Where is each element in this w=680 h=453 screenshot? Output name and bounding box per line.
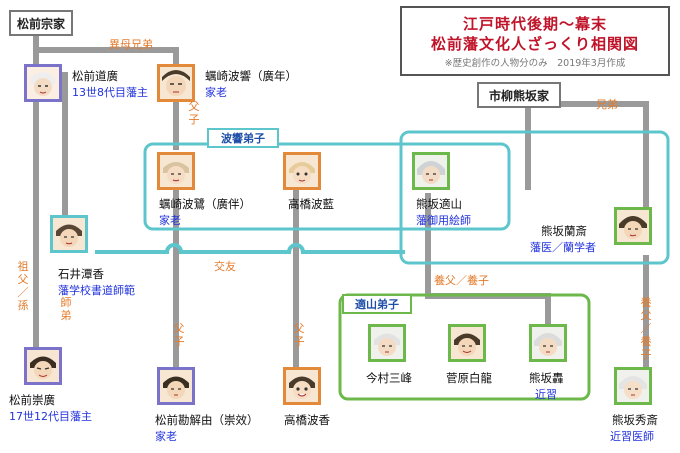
portrait-ransai [614, 207, 652, 245]
name-tekizan: 熊坂適山 [416, 197, 462, 211]
portrait-go [529, 324, 567, 362]
name-sanpo: 今村三峰 [366, 371, 412, 385]
name-michihiro: 松前道廣 [72, 69, 118, 83]
relation-adoptive-1: 養父／養子 [434, 274, 489, 287]
role-go: 近習 [535, 388, 557, 401]
name-hako: 高橋波香 [284, 413, 330, 427]
group-label-tekizan: 適山弟子 [342, 294, 412, 314]
name-haro: 蠣崎波鷺（廣伴） [159, 197, 251, 211]
portrait-haro [157, 152, 195, 190]
relation-master-disciple: 師弟 [60, 296, 72, 322]
name-ransai: 熊坂蘭斎 [541, 224, 587, 238]
title-note: ※歴史創作の人物分のみ 2019年3月作成 [444, 58, 626, 69]
portrait-kageyu [157, 367, 195, 405]
role-tanko: 藩学校書道師範 [58, 284, 135, 297]
role-michihiro: 13世8代目藩主 [72, 86, 148, 99]
name-kageyu: 松前勘解由（崇效） [155, 413, 259, 427]
family-label-kumasaka: 市柳熊坂家 [477, 82, 561, 108]
portrait-takahiro [24, 347, 62, 385]
relation-adoptive-2: 養父／養子 [640, 296, 652, 361]
portrait-hakyo [157, 64, 195, 102]
role-kageyu: 家老 [155, 430, 177, 443]
title-line2: 松前藩文化人ざっくり相関図 [430, 35, 639, 53]
name-haran: 高橋波藍 [288, 197, 334, 211]
name-tanko: 石井潭香 [58, 267, 104, 281]
role-haro: 家老 [159, 214, 181, 227]
portrait-shusai [614, 367, 652, 405]
name-go: 熊坂轟 [529, 371, 564, 385]
portrait-hako [283, 367, 321, 405]
relation-father-son-2: 父子 [173, 322, 185, 348]
portrait-hakuryu [448, 324, 486, 362]
portrait-michihiro [24, 64, 62, 102]
relation-half-brothers: 異母兄弟 [109, 38, 153, 51]
name-shusai: 熊坂秀斎 [612, 413, 658, 427]
relation-brothers: 兄弟 [596, 98, 618, 111]
role-tekizan: 藩御用絵師 [416, 214, 471, 227]
role-hakyo: 家老 [205, 86, 227, 99]
portrait-tekizan [412, 152, 450, 190]
name-hakuryu: 菅原白龍 [446, 371, 492, 385]
role-takahiro: 17世12代目藩主 [9, 410, 92, 423]
name-takahiro: 松前崇廣 [9, 393, 55, 407]
group-label-hakyo: 波響弟子 [207, 128, 279, 148]
family-label-matsumae: 松前宗家 [9, 10, 73, 36]
title-line1: 江戸時代後期～幕末 [462, 15, 607, 33]
role-ransai: 藩医／蘭学者 [530, 241, 596, 254]
relation-grandfather-grandson: 祖父／孫 [17, 260, 29, 312]
title-box: 江戸時代後期～幕末 松前藩文化人ざっくり相関図 ※歴史創作の人物分のみ 2019… [400, 6, 670, 76]
relation-father-son-1: 父子 [188, 100, 200, 126]
relation-father-son-3: 父子 [293, 322, 305, 348]
portrait-tanko [50, 215, 88, 253]
role-shusai: 近習医師 [610, 430, 654, 443]
name-hakyo: 蠣崎波響（廣年） [205, 69, 297, 83]
portrait-haran [283, 152, 321, 190]
portrait-sanpo [368, 324, 406, 362]
relation-friendship: 交友 [214, 260, 236, 273]
